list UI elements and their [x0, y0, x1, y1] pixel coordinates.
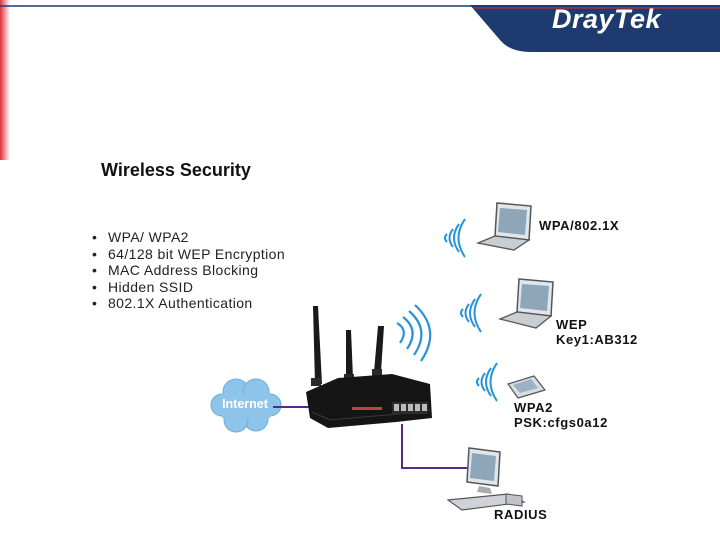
- slide-title: Wireless Security: [101, 160, 251, 180]
- radius-label: RADIUS: [494, 507, 548, 522]
- router-icon: [306, 306, 432, 428]
- client-label-wpa8021x: WPA/802.1X: [539, 218, 620, 233]
- feature-item: 64/128 bit WEP Encryption: [92, 246, 285, 263]
- pda-icon: [507, 375, 547, 399]
- laptop-icon: [497, 278, 554, 329]
- feature-item: MAC Address Blocking: [92, 262, 285, 279]
- feature-item: 802.1X Authentication: [92, 295, 285, 312]
- feature-item: WPA/ WPA2: [92, 229, 285, 246]
- wifi-waves-icon: [460, 293, 482, 333]
- internet-cloud-icon: [210, 378, 282, 433]
- feature-item: Hidden SSID: [92, 279, 285, 296]
- wifi-waves-icon: [476, 362, 498, 402]
- client-label-wep: WEP: [556, 317, 588, 332]
- internet-label: Internet: [222, 397, 268, 411]
- router-wifi-icon: [396, 304, 432, 362]
- client-key-wpa2: PSK:cfgs0a12: [514, 415, 608, 430]
- header-banner: [0, 5, 720, 52]
- radius-cable: [401, 424, 468, 469]
- feature-list: WPA/ WPA2 64/128 bit WEP Encryption MAC …: [92, 229, 285, 312]
- left-accent-stripe: [0, 0, 10, 160]
- draytek-logo: DrayTek: [552, 4, 662, 34]
- wifi-waves-icon: [444, 218, 466, 258]
- client-label-wpa2: WPA2: [514, 400, 553, 415]
- laptop-icon: [475, 202, 532, 251]
- client-key-wep: Key1:AB312: [556, 332, 638, 347]
- server-computer-icon: [446, 447, 527, 511]
